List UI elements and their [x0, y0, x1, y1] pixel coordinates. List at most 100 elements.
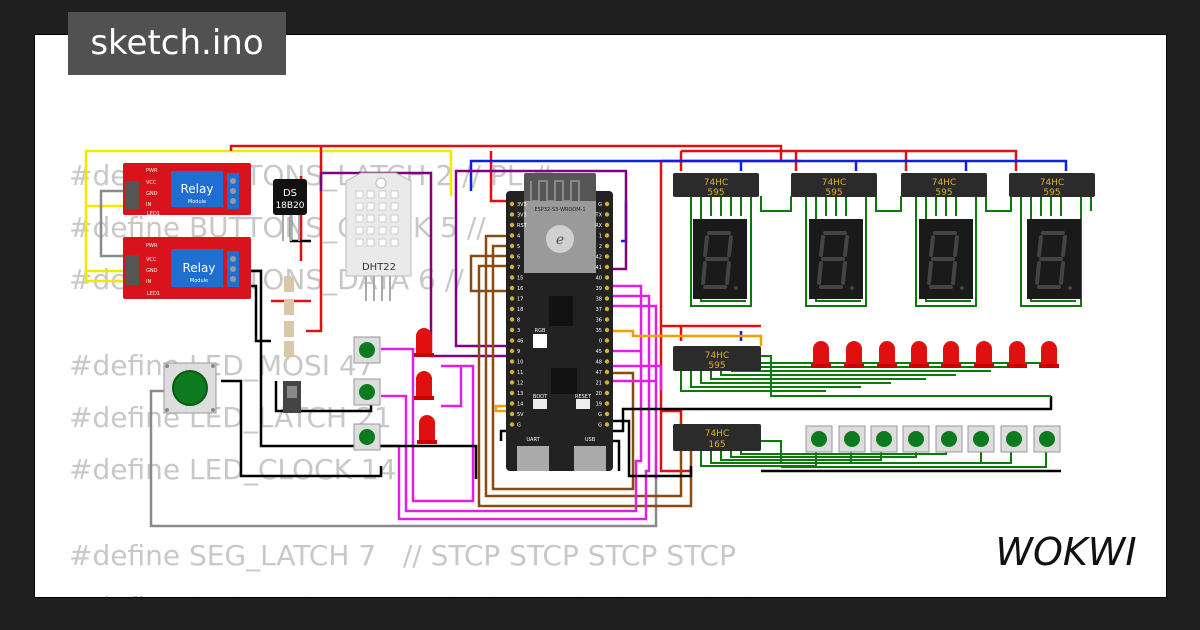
wire[interactable]	[491, 244, 635, 491]
esp32-pin[interactable]	[509, 275, 515, 280]
ds18b20-sensor[interactable]: DS 18B20	[273, 179, 307, 241]
led-red[interactable]	[1007, 341, 1027, 368]
esp32-pin[interactable]	[509, 212, 515, 217]
wire[interactable]	[246, 269, 478, 479]
esp32-pin[interactable]	[509, 243, 515, 249]
push-button-small[interactable]	[838, 425, 866, 453]
esp32-pin[interactable]	[509, 306, 515, 312]
esp32-pin[interactable]	[509, 380, 515, 385]
relay-module-1[interactable]: Relay Module PWR VCC GND IN LED1	[123, 163, 251, 217]
esp32-pin[interactable]	[509, 254, 515, 259]
led-red[interactable]	[877, 341, 897, 368]
wire[interactable]	[274, 381, 373, 413]
esp32-pin[interactable]	[509, 327, 515, 333]
esp32-pin[interactable]	[604, 254, 610, 259]
wire[interactable]	[454, 169, 628, 348]
esp32-pin[interactable]	[604, 296, 610, 301]
wire[interactable]	[494, 404, 506, 413]
esp32-pin[interactable]	[604, 390, 610, 396]
push-button-small[interactable]	[967, 425, 995, 453]
seven-segment-display[interactable]	[809, 219, 863, 299]
slide-switch[interactable]	[283, 381, 301, 413]
esp32-pin[interactable]	[509, 296, 515, 301]
esp32-pin[interactable]	[604, 212, 610, 217]
esp32-pin[interactable]	[604, 275, 610, 280]
sketch-file-tab[interactable]: sketch.ino	[68, 12, 286, 75]
esp32-pin[interactable]	[509, 222, 515, 228]
wire[interactable]	[469, 159, 1068, 191]
wire[interactable]	[613, 329, 763, 346]
esp32-pin[interactable]	[509, 264, 515, 270]
push-button-small[interactable]	[353, 423, 381, 451]
wire[interactable]	[613, 439, 621, 471]
dht22-sensor[interactable]: DHT22	[345, 172, 412, 301]
wire[interactable]	[469, 254, 506, 293]
push-button-small[interactable]	[353, 378, 381, 406]
shift-register-165[interactable]: 74HC 165	[673, 424, 761, 451]
esp32-pin[interactable]	[604, 306, 610, 312]
esp32-pin[interactable]	[604, 327, 610, 333]
wire[interactable]	[477, 264, 693, 508]
wire[interactable]	[99, 189, 123, 258]
esp32-pin[interactable]	[604, 222, 610, 228]
esp32-pin[interactable]	[604, 201, 610, 207]
led-red[interactable]	[1039, 341, 1059, 368]
wire[interactable]	[221, 379, 383, 478]
esp32-pin[interactable]	[509, 390, 515, 396]
wire[interactable]	[381, 294, 651, 521]
esp32-pin[interactable]	[509, 369, 515, 375]
esp32-pin[interactable]	[509, 359, 515, 364]
esp32-pin[interactable]	[604, 401, 610, 406]
push-button-small[interactable]	[1000, 425, 1028, 453]
led-red[interactable]	[414, 328, 434, 357]
wire[interactable]	[484, 234, 683, 498]
wire[interactable]	[84, 269, 123, 283]
esp32-pin[interactable]	[509, 285, 515, 291]
seven-segment-display[interactable]	[919, 219, 973, 299]
led-red[interactable]	[974, 341, 994, 368]
esp32-pin[interactable]	[604, 380, 610, 385]
esp32-pin[interactable]	[509, 401, 515, 406]
led-red[interactable]	[844, 341, 864, 368]
wire[interactable]	[229, 144, 783, 161]
wire[interactable]	[319, 171, 506, 358]
push-button-small[interactable]	[1033, 425, 1061, 453]
wire[interactable]	[499, 429, 506, 441]
wire[interactable]	[381, 284, 643, 513]
wire[interactable]	[441, 366, 463, 408]
wire[interactable]	[306, 146, 323, 333]
esp32-pin[interactable]	[509, 338, 515, 343]
esp32-pin[interactable]	[509, 201, 515, 207]
wire[interactable]	[681, 149, 1018, 171]
led-red[interactable]	[811, 341, 831, 368]
esp32-pin[interactable]	[604, 264, 610, 270]
diagram-canvas[interactable]: #define BUTTONS_LATCH 2 // PL # #define …	[34, 34, 1167, 598]
esp32-pin[interactable]	[604, 411, 610, 417]
shift-register-595-leds[interactable]: 74HC 595	[673, 346, 761, 371]
esp32-pin[interactable]	[604, 285, 610, 291]
relay-module-2[interactable]: Relay Module PWR VCC GND IN LED1	[123, 237, 251, 299]
push-button-small[interactable]	[935, 425, 963, 453]
esp32-pin[interactable]	[604, 359, 610, 364]
wire[interactable]	[381, 347, 475, 503]
wire[interactable]	[489, 151, 506, 203]
esp32-pin[interactable]	[509, 317, 515, 322]
esp32-s3-board[interactable]: ESP32-S3-WROOM-1 ℯ RGB BOOT RESET UART U…	[506, 173, 613, 471]
esp32-pin[interactable]	[509, 348, 515, 354]
push-button-small[interactable]	[805, 425, 833, 453]
push-button-small[interactable]	[902, 425, 930, 453]
wire[interactable]	[613, 364, 663, 391]
wire[interactable]	[84, 149, 453, 208]
led-red[interactable]	[941, 341, 961, 368]
push-button-small[interactable]	[353, 336, 381, 364]
esp32-pin[interactable]	[604, 422, 610, 427]
esp32-pin[interactable]	[604, 317, 610, 322]
led-red[interactable]	[909, 341, 929, 368]
esp32-pin[interactable]	[509, 422, 515, 427]
led-red[interactable]	[417, 415, 437, 444]
esp32-pin[interactable]	[509, 411, 515, 417]
esp32-pin[interactable]	[604, 243, 610, 249]
